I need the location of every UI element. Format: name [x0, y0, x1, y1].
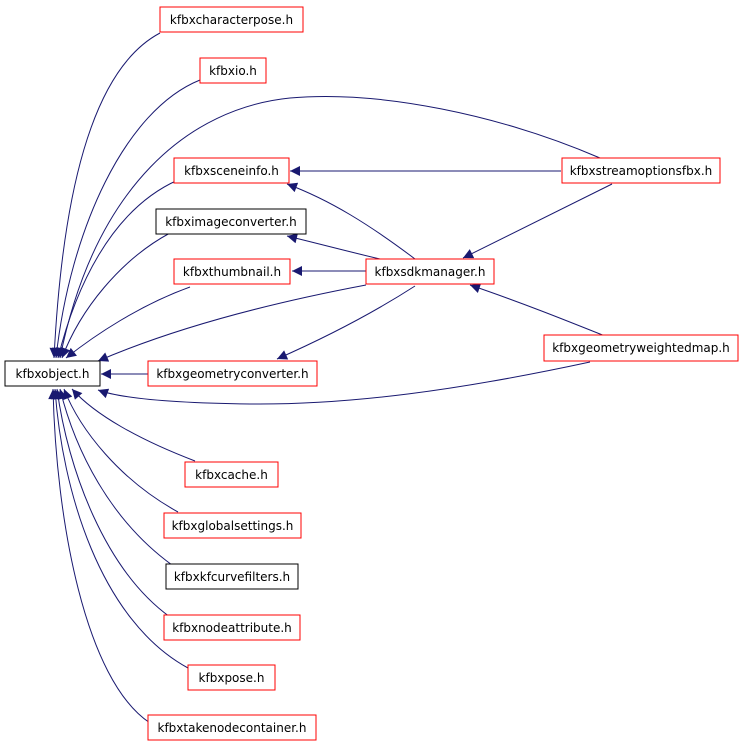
node-kfbxstreamoptionsfbx[interactable]: kfbxstreamoptionsfbx.h: [561, 157, 721, 184]
edge-kfbxpose-to-kfbxobject: [50, 388, 189, 669]
edges-layer: [48, 32, 613, 724]
node-kfbxcache[interactable]: kfbxcache.h: [184, 461, 279, 488]
node-box: [155, 208, 307, 235]
node-kfbxgeometryweightedmap[interactable]: kfbxgeometryweightedmap.h: [543, 334, 739, 362]
node-box: [159, 6, 304, 33]
node-label: kfbxsdkmanager.h: [375, 265, 486, 279]
node-kfbxcharacterpose[interactable]: kfbxcharacterpose.h: [159, 6, 304, 33]
node-kfbximageconverter[interactable]: kfbximageconverter.h: [155, 208, 307, 235]
node-kfbxpose[interactable]: kfbxpose.h: [187, 664, 276, 691]
node-box: [163, 614, 301, 641]
node-label: kfbxnodeattribute.h: [172, 621, 292, 635]
edge-kfbxgeometryweightedmap-to-kfbxobject: [97, 361, 591, 405]
node-kfbxio[interactable]: kfbxio.h: [199, 57, 267, 84]
node-box: [4, 360, 101, 387]
edge-kfbxsdkmanager-to-kfbxobject: [97, 284, 367, 362]
node-kfbxgeometryconverter[interactable]: kfbxgeometryconverter.h: [147, 360, 318, 387]
node-box: [147, 714, 317, 741]
edge-kfbxsdkmanager-to-kfbxsceneinfo: [286, 182, 416, 260]
node-label: kfbxpose.h: [199, 671, 265, 685]
edge-kfbxkfcurvefilters-to-kfbxobject: [57, 388, 173, 566]
node-box: [543, 334, 739, 362]
node-kfbxsdkmanager[interactable]: kfbxsdkmanager.h: [365, 258, 495, 285]
edge-kfbxsceneinfo-to-kfbxobject: [55, 179, 179, 359]
node-kfbxsceneinfo[interactable]: kfbxsceneinfo.h: [173, 157, 290, 184]
node-box: [165, 563, 299, 590]
node-label: kfbxgeometryconverter.h: [156, 367, 308, 381]
node-box: [147, 360, 318, 387]
node-label: kfbxtakenodecontainer.h: [158, 721, 307, 735]
node-box: [199, 57, 267, 84]
node-label: kfbxobject.h: [16, 367, 90, 381]
node-box: [561, 157, 721, 184]
node-label: kfbxcache.h: [195, 468, 268, 482]
node-box: [187, 664, 276, 691]
edge-kfbxnodeattribute-to-kfbxobject: [53, 388, 171, 618]
node-label: kfbxgeometryweightedmap.h: [552, 341, 730, 355]
node-kfbxnodeattribute[interactable]: kfbxnodeattribute.h: [163, 614, 301, 641]
edge-kfbxglobalsettings-to-kfbxobject: [62, 388, 179, 513]
node-box: [163, 512, 302, 539]
node-kfbxthumbnail[interactable]: kfbxthumbnail.h: [173, 258, 291, 285]
nodes-layer: kfbxobject.h kfbxcharacterpose.h kfbxio.…: [4, 6, 739, 741]
node-label: kfbxsceneinfo.h: [184, 164, 279, 178]
node-kfbxobject[interactable]: kfbxobject.h: [4, 360, 101, 387]
node-kfbxglobalsettings[interactable]: kfbxglobalsettings.h: [163, 512, 302, 539]
edge-kfbxthumbnail-to-kfbxobject: [65, 286, 191, 359]
node-label: kfbxstreamoptionsfbx.h: [570, 164, 713, 178]
edge-kfbxcharacterpose-to-kfbxobject: [49, 32, 161, 359]
node-label: kfbxio.h: [209, 64, 257, 78]
edge-kfbxsdkmanager-to-kfbximageconverter: [286, 233, 381, 260]
node-label: kfbxthumbnail.h: [183, 265, 281, 279]
node-kfbxkfcurvefilters[interactable]: kfbxkfcurvefilters.h: [165, 563, 299, 590]
edge-kfbxcache-to-kfbxobject: [71, 388, 196, 462]
edge-kfbxstreamoptionsfbx-to-kfbxobject: [57, 96, 601, 359]
node-label: kfbxkfcurvefilters.h: [174, 570, 290, 584]
edge-kfbxtakenodecontainer-to-kfbxobject: [48, 388, 151, 724]
node-label: kfbxglobalsettings.h: [172, 519, 294, 533]
node-box: [184, 461, 279, 488]
node-box: [173, 157, 290, 184]
node-label: kfbximageconverter.h: [165, 215, 297, 229]
edge-kfbxstreamoptionsfbx-to-kfbxsdkmanager: [462, 183, 613, 259]
node-box: [173, 258, 291, 285]
node-label: kfbxcharacterpose.h: [170, 13, 293, 27]
edge-kfbxio-to-kfbxobject: [52, 79, 201, 359]
edge-kfbximageconverter-to-kfbxobject: [60, 232, 171, 359]
node-kfbxtakenodecontainer[interactable]: kfbxtakenodecontainer.h: [147, 714, 317, 741]
edge-kfbxsdkmanager-to-kfbxgeometryconverter: [276, 285, 416, 360]
node-box: [365, 258, 495, 285]
edge-kfbxgeometryweightedmap-to-kfbxsdkmanager: [469, 283, 606, 337]
